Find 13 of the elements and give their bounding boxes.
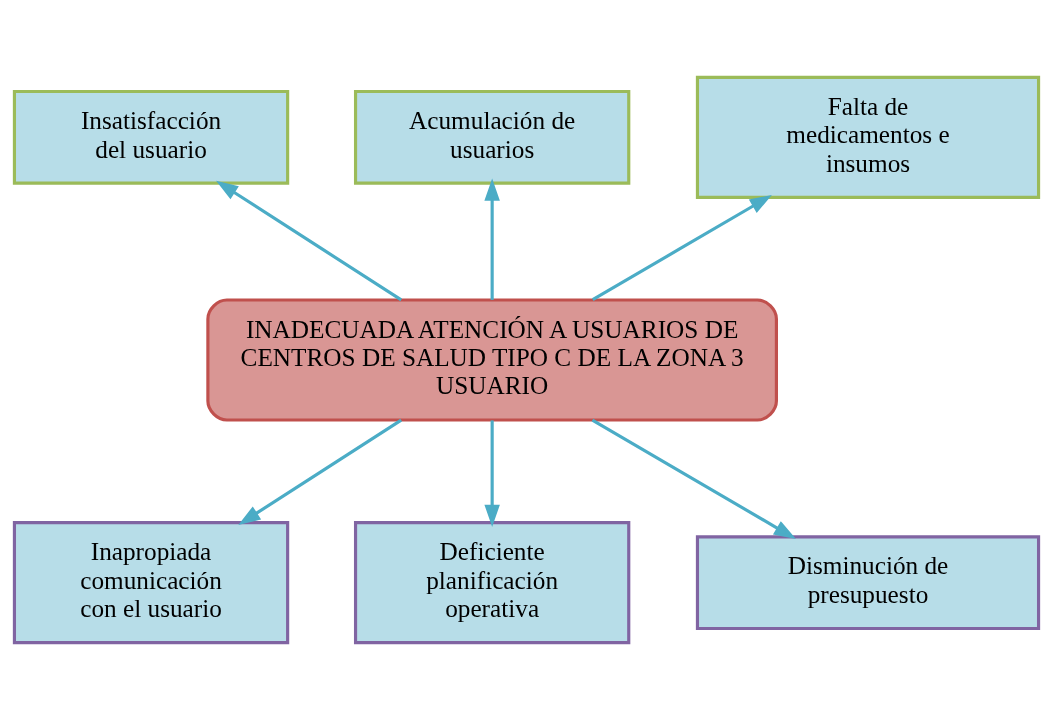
- node-box: Insatisfacción del usuario: [12, 89, 290, 185]
- node-box: Deficiente planificación operativa: [353, 520, 631, 644]
- arrow: [216, 180, 403, 301]
- arrow: [591, 194, 772, 301]
- arrow: [238, 418, 403, 525]
- arrow: [484, 178, 500, 300]
- node-box: Falta de medicamentos e insumos: [695, 75, 1041, 199]
- node-box: Inapropiada comunicación con el usuario: [12, 520, 290, 644]
- arrow: [591, 418, 796, 539]
- node-box: Disminución de presupuesto: [695, 534, 1041, 630]
- node-box: Acumulación de usuarios: [353, 89, 631, 185]
- node-box: INADECUADA ATENCIÓN A USUARIOS DE CENTROS DE SALUD TIPO C DE LA ZONA 3 USUARIO: [206, 297, 778, 422]
- arrow: [484, 419, 500, 527]
